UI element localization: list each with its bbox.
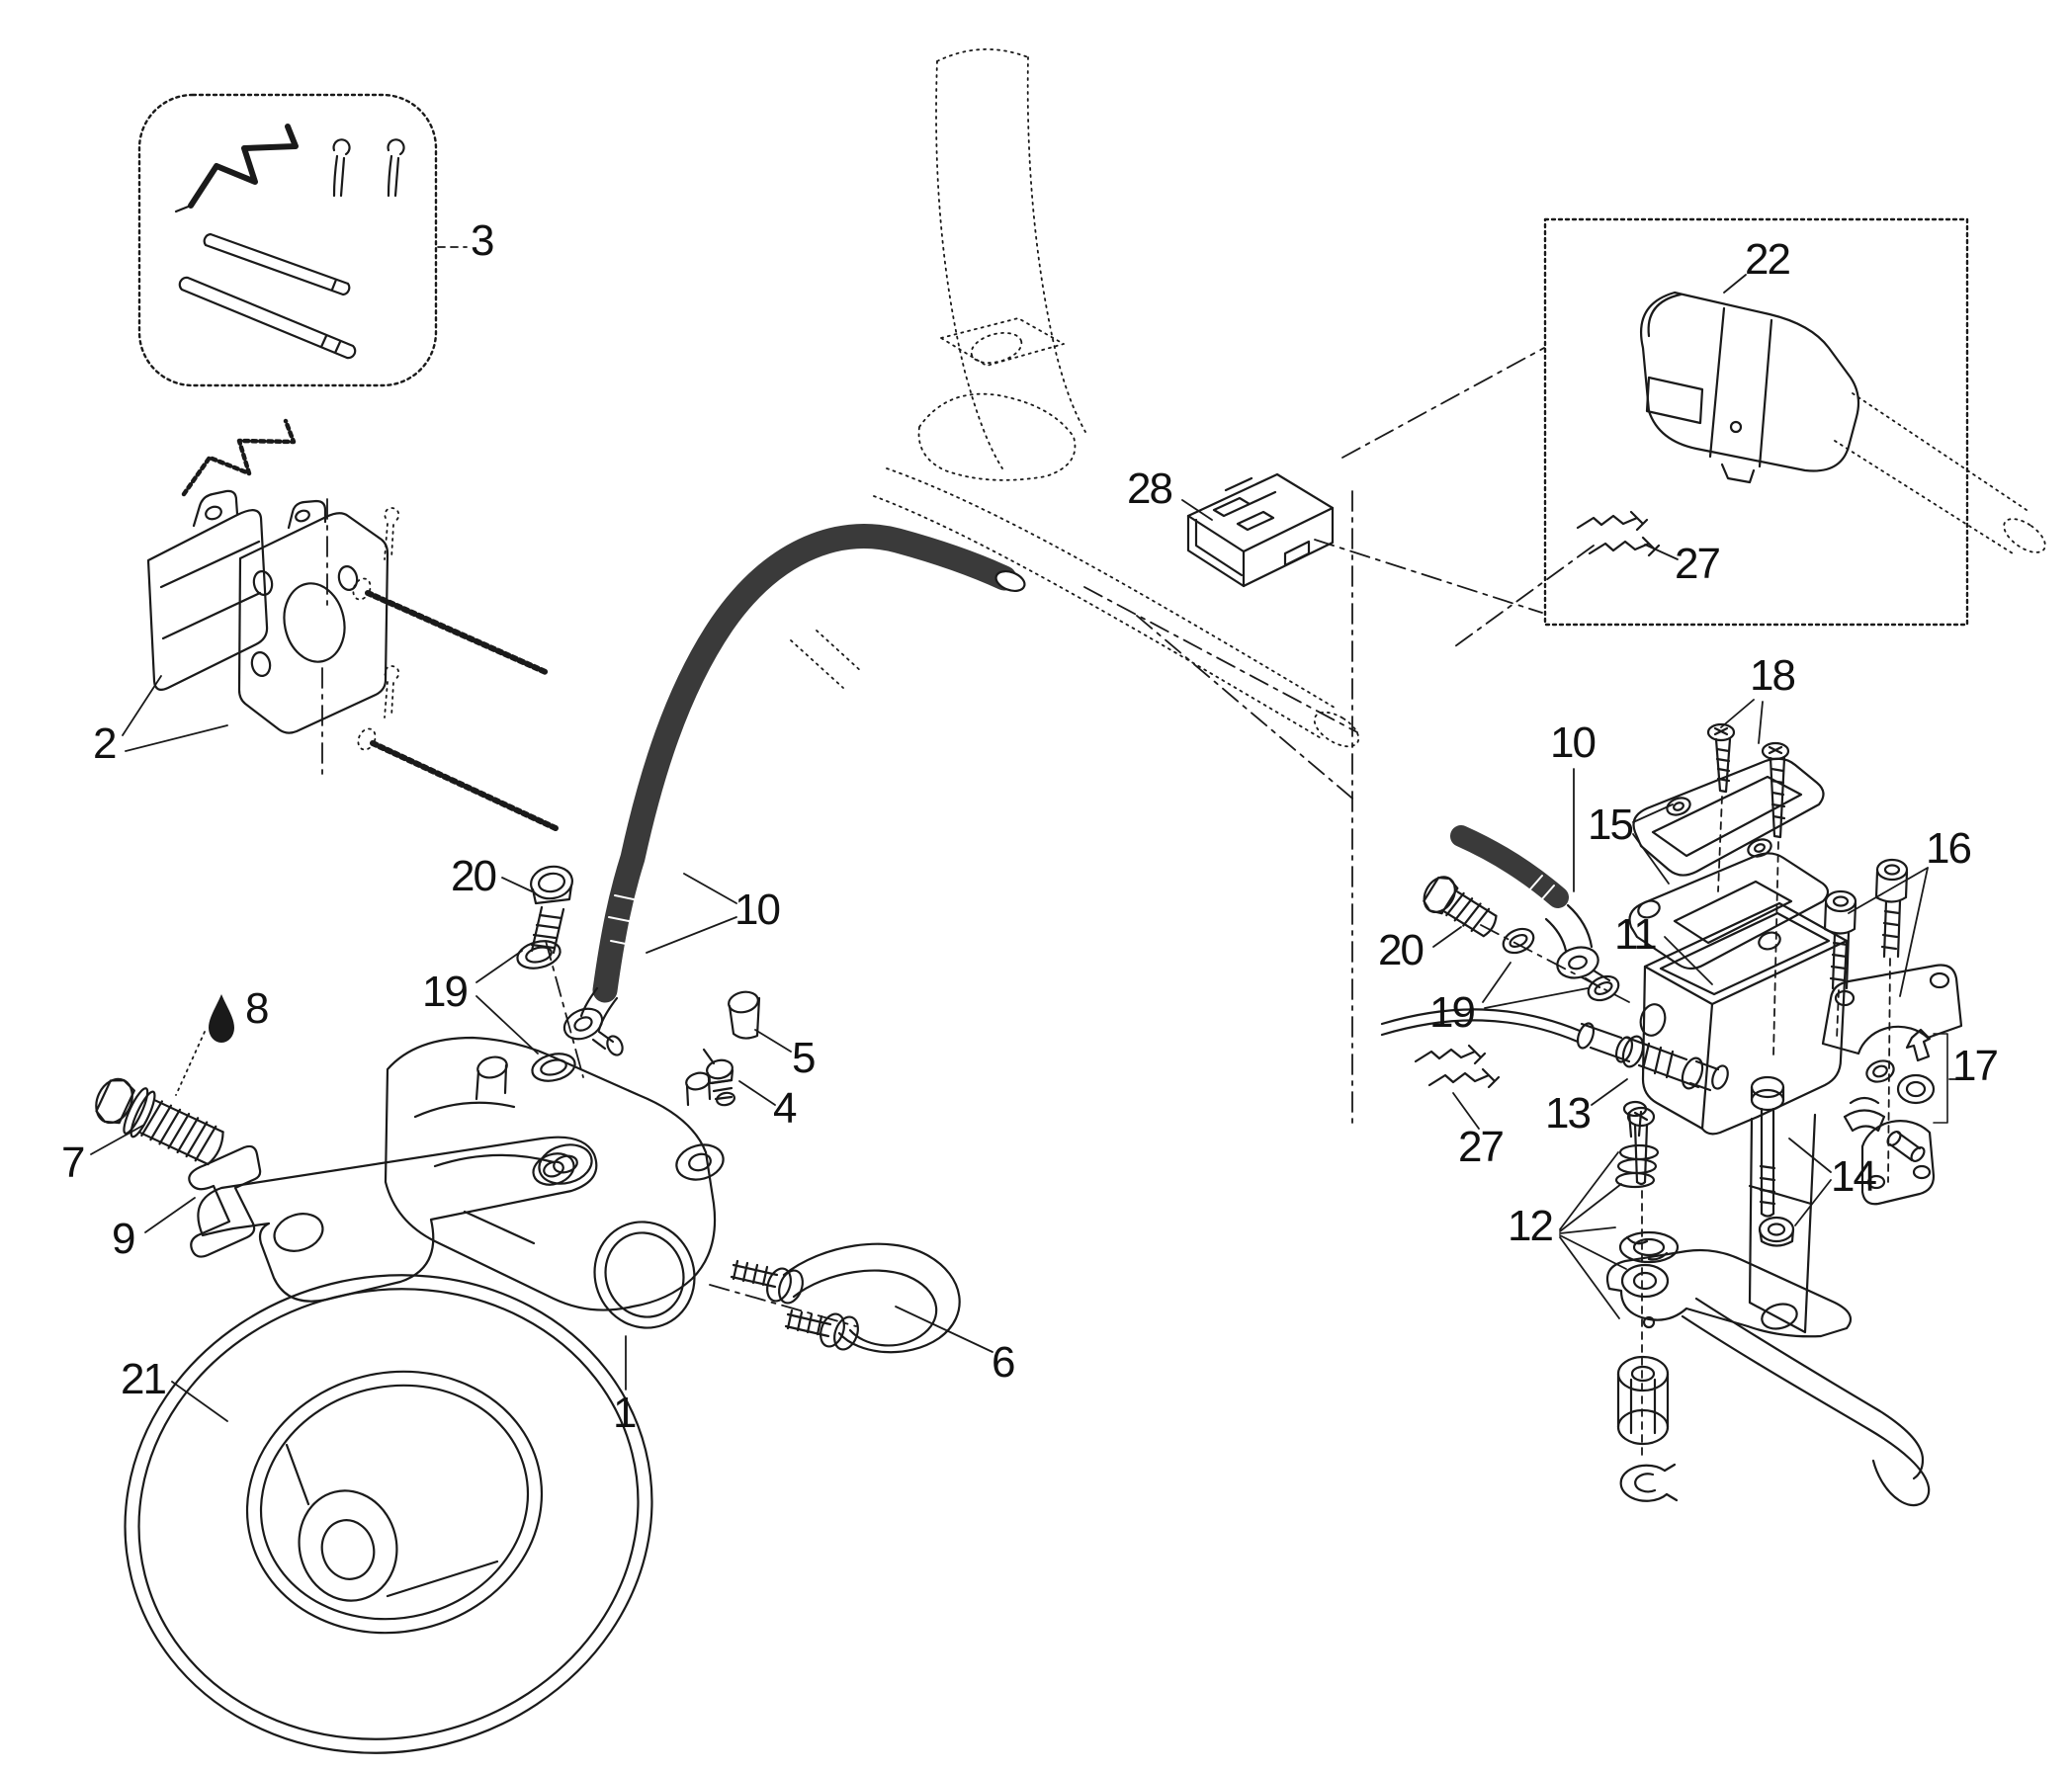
- brake-caliper-drawing: [197, 1036, 857, 1391]
- bleeder-drawing: [702, 990, 792, 1107]
- part-label-10-upper: 10: [1550, 718, 1597, 767]
- part-label-15: 15: [1588, 801, 1634, 849]
- part-label-5: 5: [792, 1034, 817, 1082]
- part-label-11: 11: [1614, 910, 1658, 959]
- pad-spring-drawing: [144, 1144, 262, 1258]
- part-label-27-main: 27: [1458, 1123, 1505, 1171]
- part-label-19-lower: 19: [422, 968, 469, 1016]
- brake-disc-drawing: [124, 1274, 653, 1754]
- part-label-21: 21: [121, 1355, 167, 1403]
- part-label-19-upper: 19: [1429, 988, 1476, 1037]
- master-cylinder-drawing: [1380, 699, 1963, 1507]
- part-label-18: 18: [1750, 651, 1796, 700]
- steering-column-phantom: [790, 48, 1360, 748]
- part-label-7: 7: [61, 1139, 86, 1187]
- connector-housing-drawing: [1181, 472, 1335, 588]
- part-label-27-inset: 27: [1675, 540, 1721, 588]
- banjo-bolt-lower-drawing: [475, 865, 737, 1082]
- carrier-bolt-drawing: [90, 1077, 224, 1166]
- hose-link-drawing: [730, 1242, 993, 1354]
- part-label-4: 4: [773, 1084, 798, 1133]
- part-label-16: 16: [1926, 824, 1972, 873]
- part-label-28: 28: [1127, 464, 1173, 513]
- hardware-kit-box: [137, 93, 468, 387]
- part-label-20-upper: 20: [1378, 926, 1424, 974]
- brake-hose: [562, 524, 1026, 1056]
- part-label-12: 12: [1508, 1202, 1554, 1250]
- part-label-17: 17: [1952, 1042, 1999, 1090]
- phantom-region-lines: [1083, 347, 1595, 1131]
- part-label-2: 2: [93, 719, 118, 768]
- part-label-10-lower: 10: [734, 886, 781, 934]
- part-label-14: 14: [1831, 1152, 1877, 1201]
- grease-drop-icon: [175, 994, 234, 1096]
- part-label-9: 9: [112, 1215, 136, 1263]
- part-label-1: 1: [613, 1389, 638, 1437]
- brake-pads-drawing: [122, 418, 559, 831]
- part-label-13: 13: [1545, 1089, 1592, 1138]
- switch-inset-box: [1543, 217, 2046, 627]
- part-label-8: 8: [245, 984, 270, 1033]
- part-label-20-lower: 20: [451, 852, 497, 900]
- part-label-22: 22: [1745, 235, 1791, 284]
- part-label-3: 3: [471, 216, 495, 265]
- part-label-6: 6: [992, 1338, 1016, 1387]
